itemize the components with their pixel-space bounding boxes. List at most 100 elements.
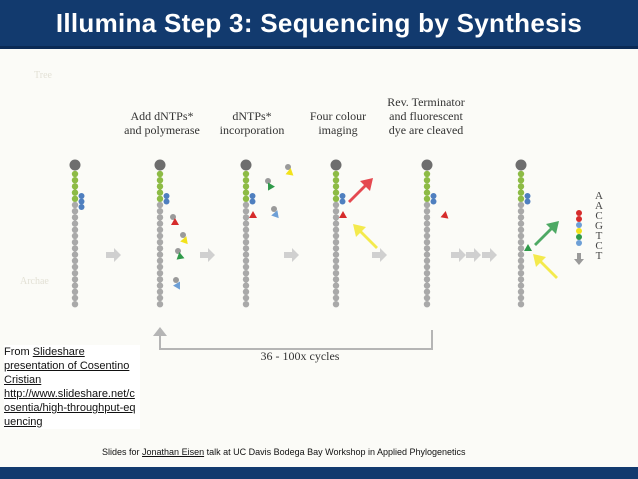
strand-bead xyxy=(332,232,340,240)
strand-anchor-bead xyxy=(69,159,81,171)
strand-bead xyxy=(156,282,164,289)
strand-bead xyxy=(423,226,431,233)
strand-bead xyxy=(423,257,431,264)
step-label-incorporation: dNTPs* incorporation xyxy=(219,109,285,137)
strand-bead xyxy=(242,263,250,271)
template-bead xyxy=(430,198,437,205)
sequence-letter: C xyxy=(595,210,603,222)
sequence-letter: T xyxy=(595,250,603,262)
cycles-label: 36 - 100x cycles xyxy=(260,349,340,363)
strand-bead xyxy=(242,257,250,264)
strand-bead xyxy=(423,276,431,283)
strand-bead xyxy=(156,251,164,258)
strand-bead xyxy=(332,226,340,233)
credit-author-link[interactable]: Jonathan Eisen xyxy=(142,447,205,457)
dye-nucleotide xyxy=(524,244,532,251)
nucleotide-base xyxy=(271,206,277,212)
flow-arrow xyxy=(466,248,481,262)
strand-anchor-bead xyxy=(515,159,527,171)
source-prefix: From xyxy=(4,346,33,358)
strand-bead xyxy=(71,208,79,215)
source-box: From Slideshare presentation of Cosentin… xyxy=(4,345,140,429)
dye-nucleotide xyxy=(171,218,179,225)
strand-bead xyxy=(517,201,525,209)
strand-bead xyxy=(71,251,79,258)
strand-bead xyxy=(517,226,525,233)
readout-bead xyxy=(576,222,582,228)
source-link-url[interactable]: http://www.slideshare.net/cosentia/high-… xyxy=(4,388,136,428)
strand-bead xyxy=(156,226,164,233)
strand-bead xyxy=(517,263,525,271)
dye-nucleotide xyxy=(440,211,449,219)
strand-bead xyxy=(156,220,164,227)
sbs-diagram xyxy=(69,159,584,350)
strand-bead xyxy=(242,245,250,252)
primer-bead xyxy=(423,177,431,184)
strand-bead xyxy=(71,220,79,227)
strand-bead xyxy=(242,208,250,215)
strand-bead xyxy=(517,251,525,258)
strand-bead xyxy=(517,276,525,283)
strand-bead xyxy=(71,301,79,308)
strand-bead xyxy=(242,220,250,227)
template-bead xyxy=(249,198,256,205)
strand-bead xyxy=(332,239,340,246)
dye-nucleotide xyxy=(271,210,279,219)
strand-bead xyxy=(156,276,164,283)
strand-bead xyxy=(242,270,250,277)
step-label-add-dntps: Add dNTPs* and polymerase xyxy=(124,109,200,137)
strand-bead xyxy=(423,288,431,295)
strand-bead xyxy=(332,257,340,264)
primer-bead xyxy=(71,189,79,196)
strand-bead xyxy=(517,220,525,227)
strand-bead xyxy=(423,270,431,277)
strand-bead xyxy=(332,214,340,221)
strand-bead xyxy=(71,282,79,289)
flow-arrow xyxy=(106,248,121,262)
strand-bead xyxy=(71,232,79,240)
primer-bead xyxy=(423,195,431,202)
primer-bead xyxy=(71,177,79,184)
strand-bead xyxy=(71,263,79,271)
step-label-imaging: Four colour imaging xyxy=(309,109,367,137)
strand-bead xyxy=(156,232,164,240)
primer-bead xyxy=(156,177,164,184)
strand-bead xyxy=(242,232,250,240)
primer-bead xyxy=(242,189,250,196)
primer-bead xyxy=(423,189,431,196)
title-bar: Illumina Step 3: Sequencing by Synthesis xyxy=(0,0,638,49)
strand-bead xyxy=(156,214,164,221)
strand-bead xyxy=(242,276,250,283)
strand-bead xyxy=(423,208,431,215)
flow-arrow xyxy=(372,248,387,262)
strand-bead xyxy=(423,201,431,209)
dye-nucleotide xyxy=(339,211,347,218)
template-bead xyxy=(78,204,85,210)
primer-bead xyxy=(332,195,340,202)
strand-bead xyxy=(332,301,340,308)
watermark-word-archae: Archae xyxy=(20,276,49,287)
primer-bead xyxy=(71,170,79,178)
readout-arrow xyxy=(574,253,584,265)
template-bead xyxy=(339,198,346,205)
source-link-presentation[interactable]: Slideshare presentation of Cosentino Cri… xyxy=(4,346,130,386)
primer-bead xyxy=(517,183,525,190)
strand-bead xyxy=(332,294,340,302)
strand-bead xyxy=(71,245,79,252)
strand-bead xyxy=(156,208,164,215)
excitation-arrow-yellow xyxy=(533,254,558,279)
dye-nucleotide xyxy=(180,236,188,245)
sequence-letter: A xyxy=(595,200,603,212)
primer-bead xyxy=(332,177,340,184)
strand-bead xyxy=(332,245,340,252)
readout-bead xyxy=(576,228,582,234)
strand-bead xyxy=(423,245,431,252)
dye-nucleotide xyxy=(176,252,185,260)
strand-bead xyxy=(332,288,340,295)
step-label-cleave: Rev. Terminator and fluorescent dye are … xyxy=(387,95,465,137)
strand-bead xyxy=(423,301,431,308)
strand-anchor-bead xyxy=(154,159,166,171)
strand-bead xyxy=(332,220,340,227)
sequence-letter: A xyxy=(595,190,603,202)
